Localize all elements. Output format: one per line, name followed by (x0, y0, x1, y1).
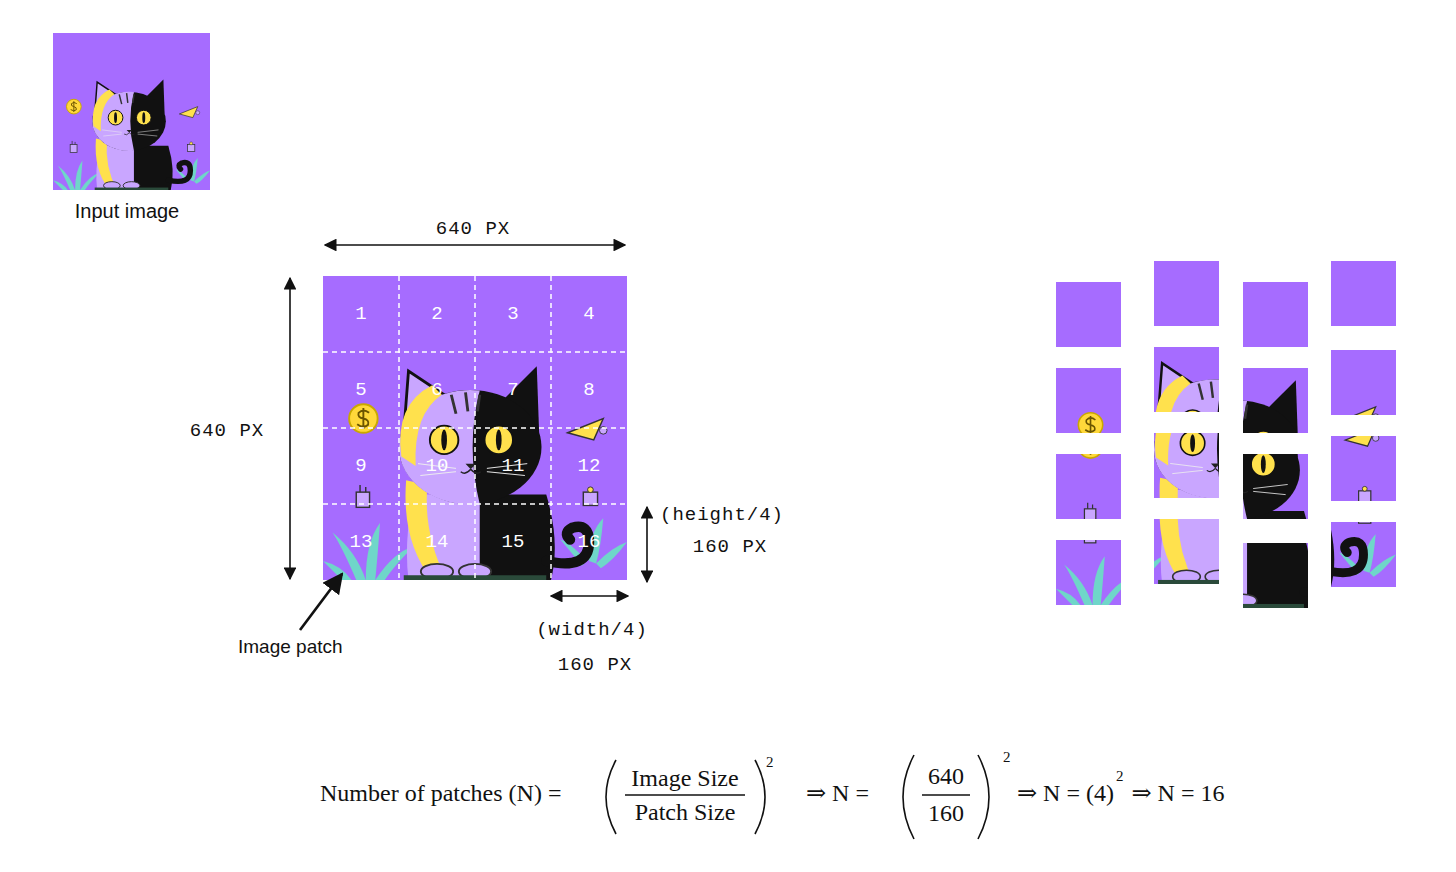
image-patch: 10 (399, 428, 475, 504)
callout-number: 10 (426, 457, 449, 476)
patch-tile (1136, 327, 1396, 587)
formula-denominator: Patch Size (635, 799, 736, 825)
callout-number: 16 (578, 533, 601, 552)
image-patch: 7 (475, 352, 551, 428)
formula-text: ⇒ N = (4) (1017, 780, 1114, 806)
callout-number: 1 (355, 305, 366, 324)
dimension-label: 640 PX (436, 219, 510, 240)
dimension-label: 160 PX (693, 537, 767, 558)
formula-text: ⇒ N = (806, 780, 869, 806)
callout-number: 2 (431, 305, 442, 324)
callout-number: 13 (350, 533, 373, 552)
main-image (323, 276, 627, 580)
formula-denominator: 160 (928, 800, 964, 826)
callout-number: 8 (583, 381, 594, 400)
caption-label: Input image (75, 200, 180, 222)
pointer-label: Image patch (238, 637, 343, 658)
dimension-label: 160 PX (558, 655, 632, 676)
callout-number: 6 (431, 381, 442, 400)
patch-tile (1089, 282, 1349, 542)
callout-number: 9 (355, 457, 366, 476)
callout-number: 3 (507, 305, 518, 324)
formula-exponent: 2 (1116, 768, 1124, 785)
formula-numerator: Image Size (631, 765, 738, 791)
callout-number: 7 (507, 381, 518, 400)
formula-text: ⇒ N = 16 (1131, 780, 1224, 806)
patch-tile (1089, 324, 1349, 584)
image-patch: 9 (323, 428, 399, 504)
formula-exponent: 2 (766, 754, 774, 771)
callout-number: 4 (583, 305, 594, 324)
callout-number: 12 (578, 457, 601, 476)
image-patch: 16 (551, 504, 627, 580)
formula-numerator: 640 (928, 763, 964, 789)
scattered-patches (1056, 261, 1396, 608)
image-patch: 2 (399, 276, 475, 352)
callout-number: 14 (426, 533, 449, 552)
callout-number: 5 (355, 381, 366, 400)
image-patch: 8 (551, 352, 627, 428)
dimension-label: 640 PX (190, 421, 264, 442)
formula-exponent: 2 (1003, 749, 1011, 766)
image-patch: 15 (475, 504, 551, 580)
formula-marks (606, 755, 989, 839)
formula-text: Number of patches (N) = (320, 780, 561, 806)
image-patch: 14 (399, 504, 475, 580)
callout-number: 15 (502, 533, 525, 552)
image-patch: 5 (323, 352, 399, 428)
image-patch: 1 (323, 276, 399, 352)
input-thumbnail (53, 33, 210, 190)
dimension-arrows (290, 245, 647, 630)
image-patch: 3 (475, 276, 551, 352)
image-patch: 6 (399, 352, 475, 428)
image-patch: 11 (475, 428, 551, 504)
image-patch: 4 (551, 276, 627, 352)
dimension-label: (width/4) (536, 620, 648, 641)
patch-grid (323, 276, 627, 580)
callout-number: 11 (502, 457, 525, 476)
image-patch: 12 (551, 428, 627, 504)
image-patch: 13 (323, 504, 399, 580)
dimension-label: (height/4) (660, 505, 784, 526)
